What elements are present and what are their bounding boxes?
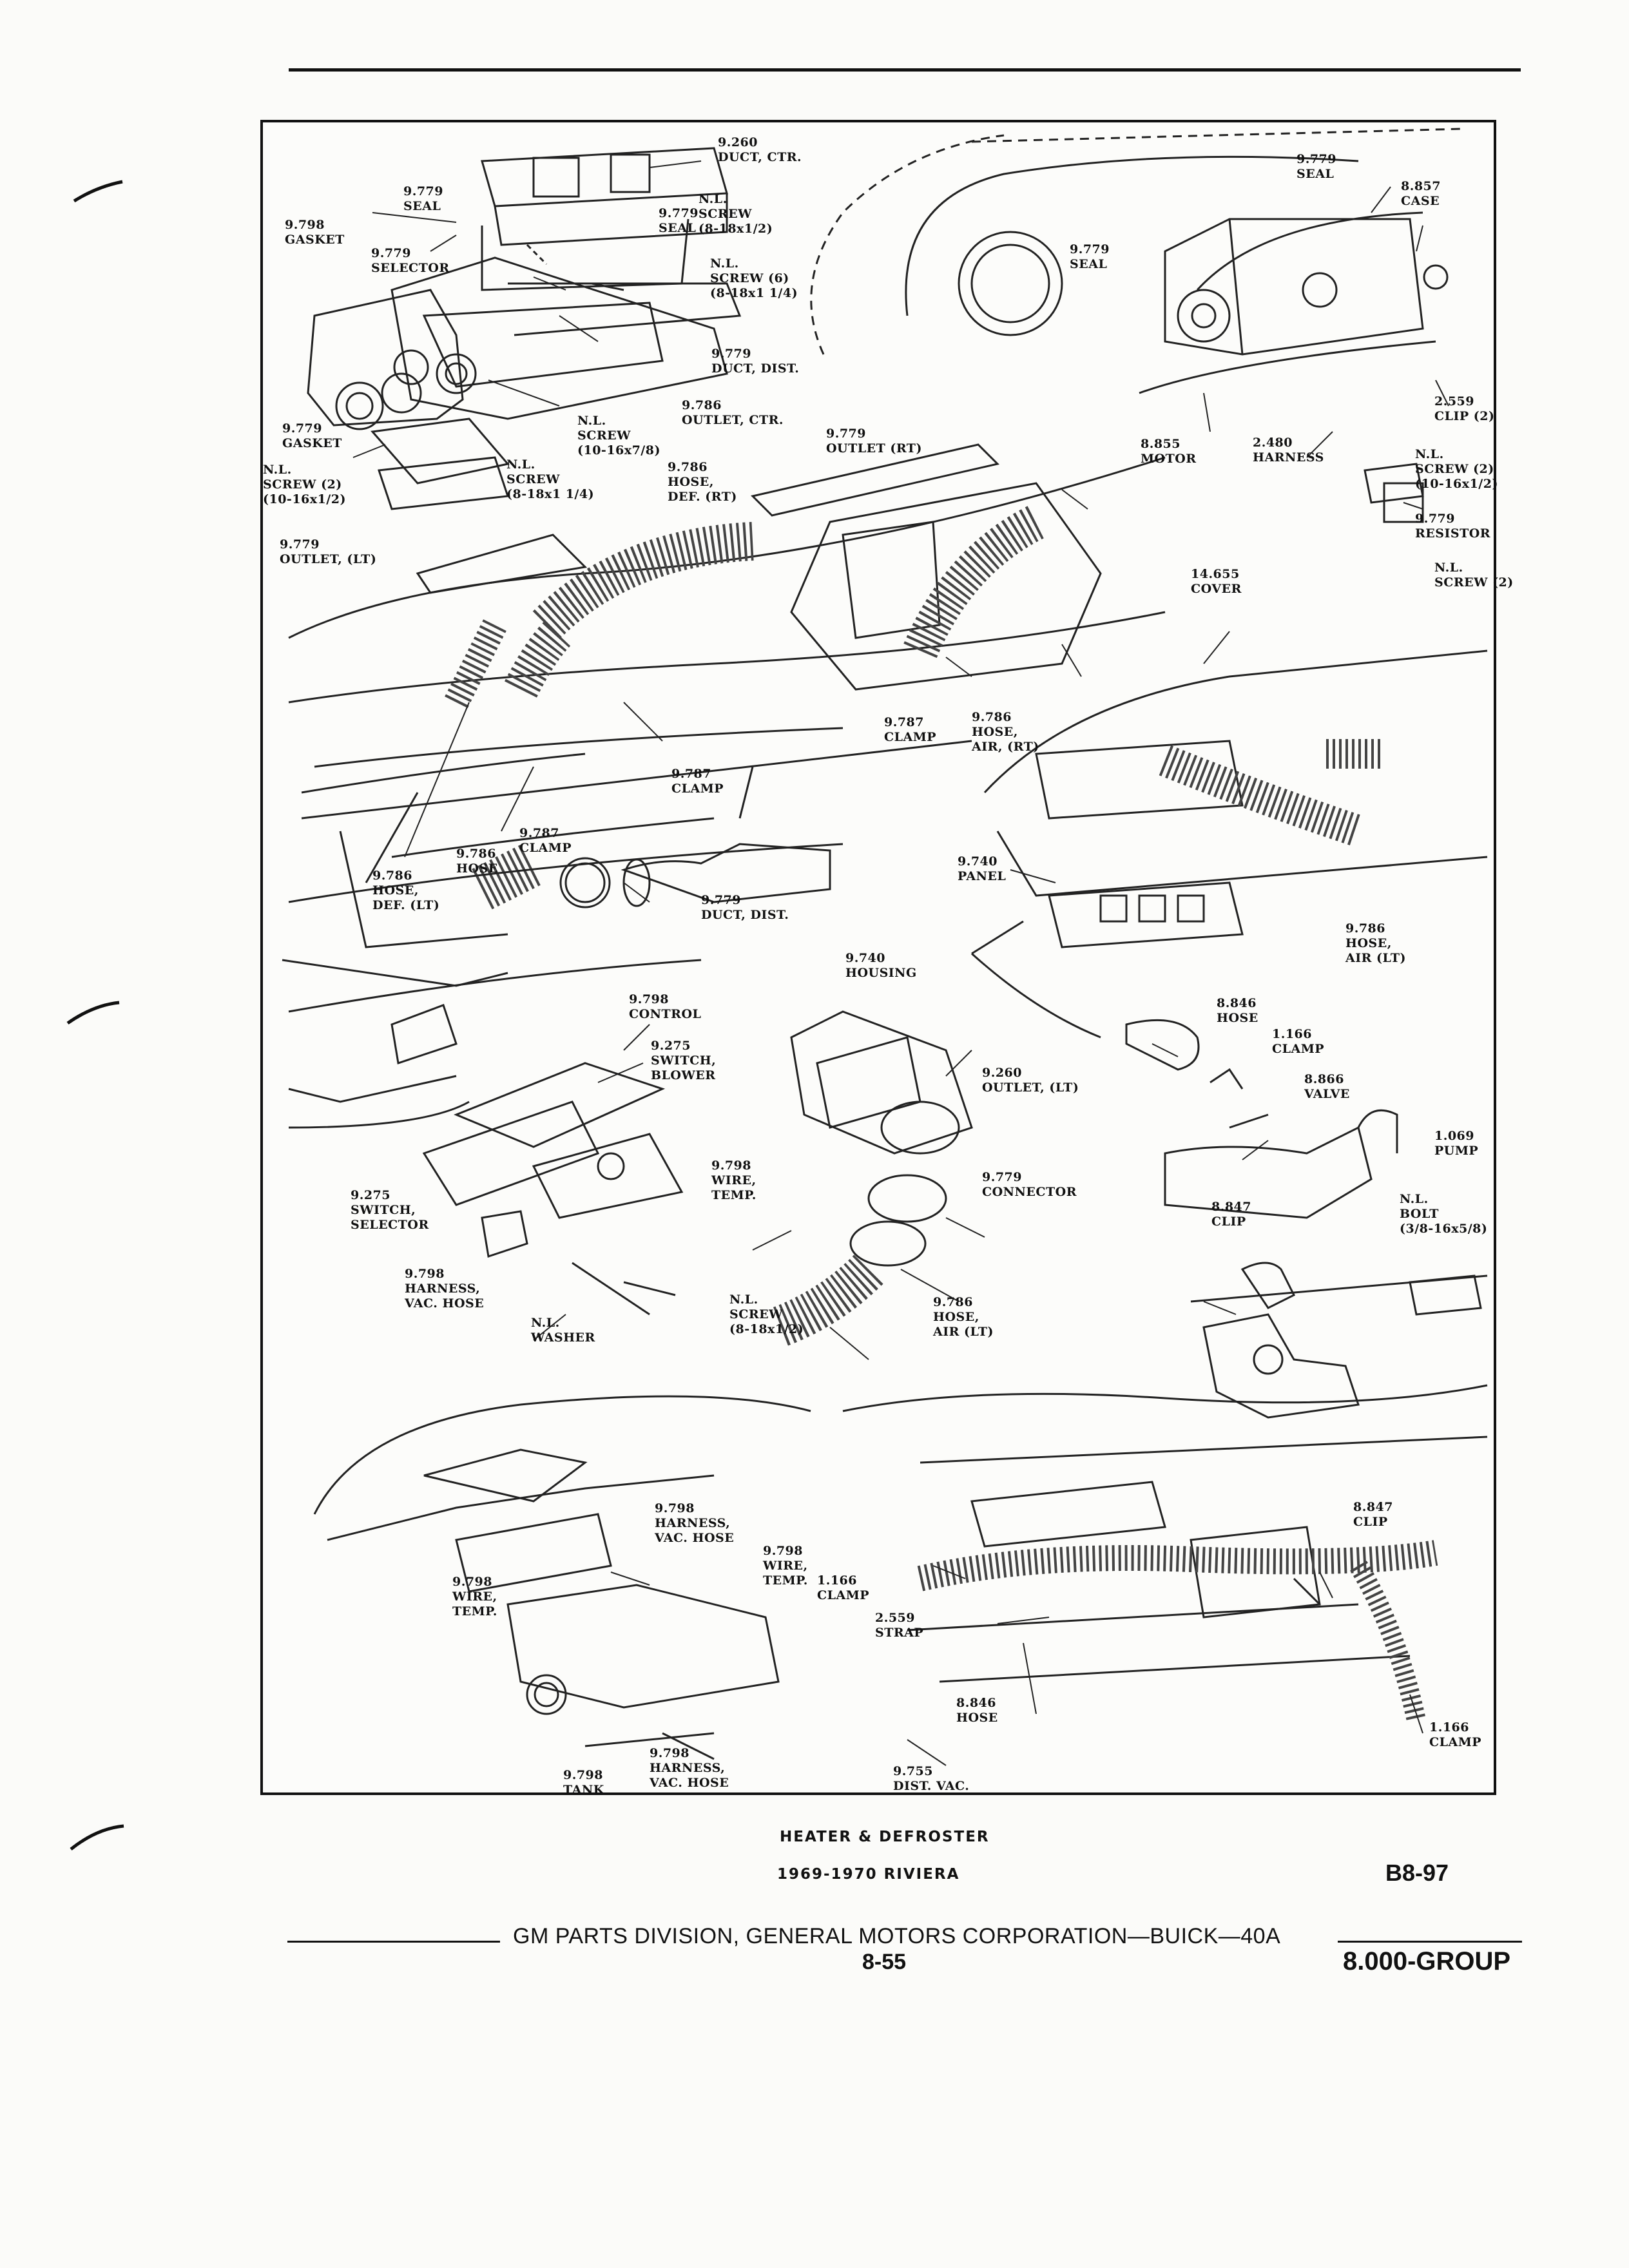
callout-nl-screw-2-far: N.L.SCREW (2) [1434,561,1514,590]
figure-title: HEATER & DEFROSTER [780,1829,990,1845]
callout-nl-screw-2-left: N.L.SCREW (2)(10-16x1/2) [263,463,346,506]
callout-nl-washer: N.L.WASHER [531,1316,595,1345]
callout-nl-screw-low: N.L.SCREW(8-18x1/2) [729,1293,804,1336]
page-number: 8-55 [862,1950,907,1974]
callout-nl-screw-seal: N.L.SCREW(8-18x1/2) [699,192,773,236]
callout-nl-screw-8-18: N.L.SCREW(8-18x1 1/4) [506,457,595,501]
callout-nl-screw-2-right: N.L.SCREW (2)(10-16x1/2) [1415,447,1498,491]
callout-nl-bolt: N.L.BOLT(3/8-16x5/8) [1400,1192,1488,1236]
footer-rule-right [1338,1941,1522,1943]
plate-number: B8-97 [1385,1860,1449,1886]
control-assembly-art [282,959,702,1316]
pump-assembly-art [1125,1019,1488,1419]
top-rule [289,68,1521,72]
binder-mark-2 [66,1001,120,1025]
dashboard-art [288,443,1166,948]
housing-assembly-art [771,1010,973,1347]
publisher-line: GM PARTS DIVISION, GENERAL MOTORS CORPOR… [513,1924,1281,1948]
binder-marks [66,180,124,1850]
instrument-panel-art [970,649,1488,1039]
blower-case-art [810,128,1462,523]
engine-art [842,1384,1488,1723]
binder-mark-3 [70,1824,124,1850]
callout-nl-screw-10-16: N.L.SCREW(10-16x7/8) [577,414,660,457]
footer-rule-left [287,1941,500,1943]
duct-assembly-art [307,147,742,510]
binder-mark-1 [73,180,123,203]
vacuum-tank-art [313,1395,811,1760]
defroster-hose-art [288,766,843,910]
leader-lines [352,160,1449,1766]
exploded-view-drawing [282,128,1488,1766]
figure-subtitle: 1969-1970 RIVIERA [777,1866,960,1883]
group-number: 8.000-GROUP [1343,1947,1511,1975]
callout-screw-6: N.L.SCREW (6)(8-18x1 1/4) [710,256,798,300]
